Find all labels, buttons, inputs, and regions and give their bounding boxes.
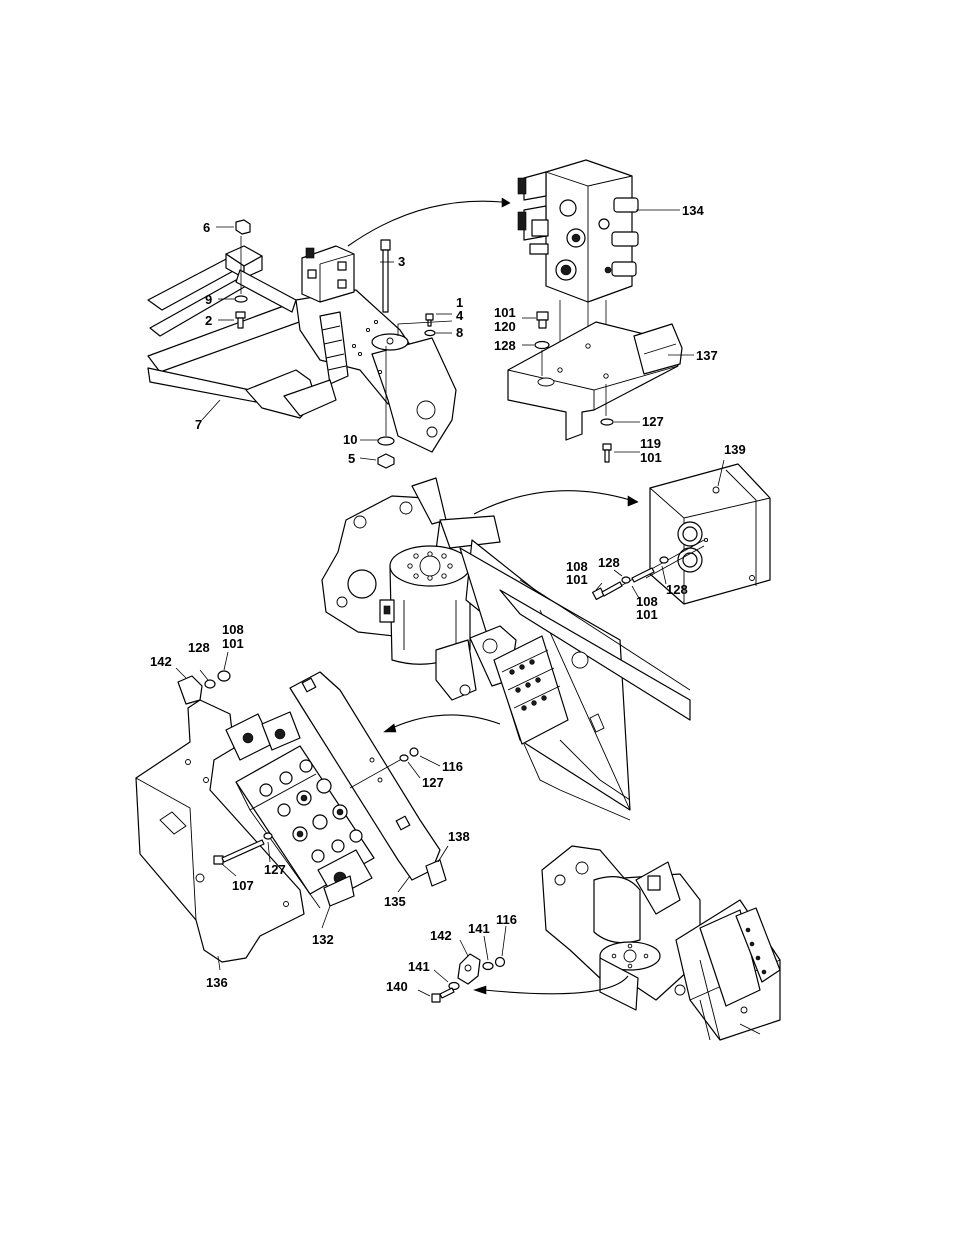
- callout-128-top: 128: [494, 338, 516, 353]
- callout-120: 120: [494, 319, 516, 334]
- callout-128-left: 128: [188, 640, 210, 655]
- callout-135: 135: [384, 894, 406, 909]
- arrow-middle-left: [383, 714, 501, 733]
- callout-119: 119: [640, 436, 661, 451]
- callout-139: 139: [724, 442, 746, 457]
- callout-137: 137: [696, 348, 718, 363]
- callout-134: 134: [682, 203, 704, 218]
- callout-108-mid-a: 108: [566, 559, 588, 574]
- valve-block-134: [517, 159, 639, 303]
- callout-108-mid-b: 108: [636, 594, 658, 609]
- frame-assembly: [147, 245, 457, 453]
- callout-2: 2: [205, 313, 212, 328]
- callout-101-left: 101: [222, 636, 244, 651]
- bracket-137: [507, 300, 683, 463]
- arrow-top: [347, 197, 511, 247]
- leader-lines: [175, 209, 725, 997]
- callout-141-right-a: 141: [468, 921, 490, 936]
- callout-1: 1: [456, 295, 463, 310]
- callout-10: 10: [343, 432, 357, 447]
- callout-107: 107: [232, 878, 254, 893]
- lower-right-assembly: [541, 845, 781, 1041]
- callout-3: 3: [398, 254, 405, 269]
- callout-9: 9: [205, 292, 212, 307]
- callout-101-mid-b: 101: [636, 607, 658, 622]
- fasteners-top-left: [234, 219, 436, 469]
- callout-132: 132: [312, 932, 334, 947]
- callout-101-mid-a: 101: [566, 572, 588, 587]
- callout-108-left: 108: [222, 622, 244, 637]
- callout-140: 140: [386, 979, 408, 994]
- fasteners-lower-right: [431, 953, 506, 1003]
- callout-labels: 6 3 9 2 1 4 8 7 10 5 134 101 120 128 137…: [150, 203, 746, 994]
- fasteners-lower-left: [177, 670, 447, 887]
- callout-5: 5: [348, 451, 355, 466]
- callout-4: 4: [456, 308, 464, 323]
- manifold-132: [225, 711, 375, 909]
- callout-136: 136: [206, 975, 228, 990]
- callout-7: 7: [195, 417, 202, 432]
- callout-128-mid-b: 128: [666, 582, 688, 597]
- callout-101-bottom: 101: [640, 450, 662, 465]
- bracket-135: [289, 671, 441, 881]
- callout-127-low: 127: [264, 862, 286, 877]
- callout-8: 8: [456, 325, 463, 340]
- arrow-lower-right: [473, 975, 629, 995]
- callout-138: 138: [448, 829, 470, 844]
- callout-128-mid-a: 128: [598, 555, 620, 570]
- callout-116-left: 116: [442, 759, 463, 774]
- callout-141-right-b: 141: [408, 959, 430, 974]
- callout-142-left: 142: [150, 654, 172, 669]
- mounting-plate-136: [135, 699, 305, 963]
- turntable-assembly: [321, 477, 691, 821]
- callout-127-left: 127: [422, 775, 444, 790]
- callout-127-top: 127: [642, 414, 664, 429]
- callout-142-right: 142: [430, 928, 452, 943]
- callout-6: 6: [203, 220, 210, 235]
- callout-116-right: 116: [496, 912, 517, 927]
- callout-101-top: 101: [494, 305, 516, 320]
- control-box-139: [591, 463, 771, 605]
- arrow-middle-right: [473, 490, 639, 515]
